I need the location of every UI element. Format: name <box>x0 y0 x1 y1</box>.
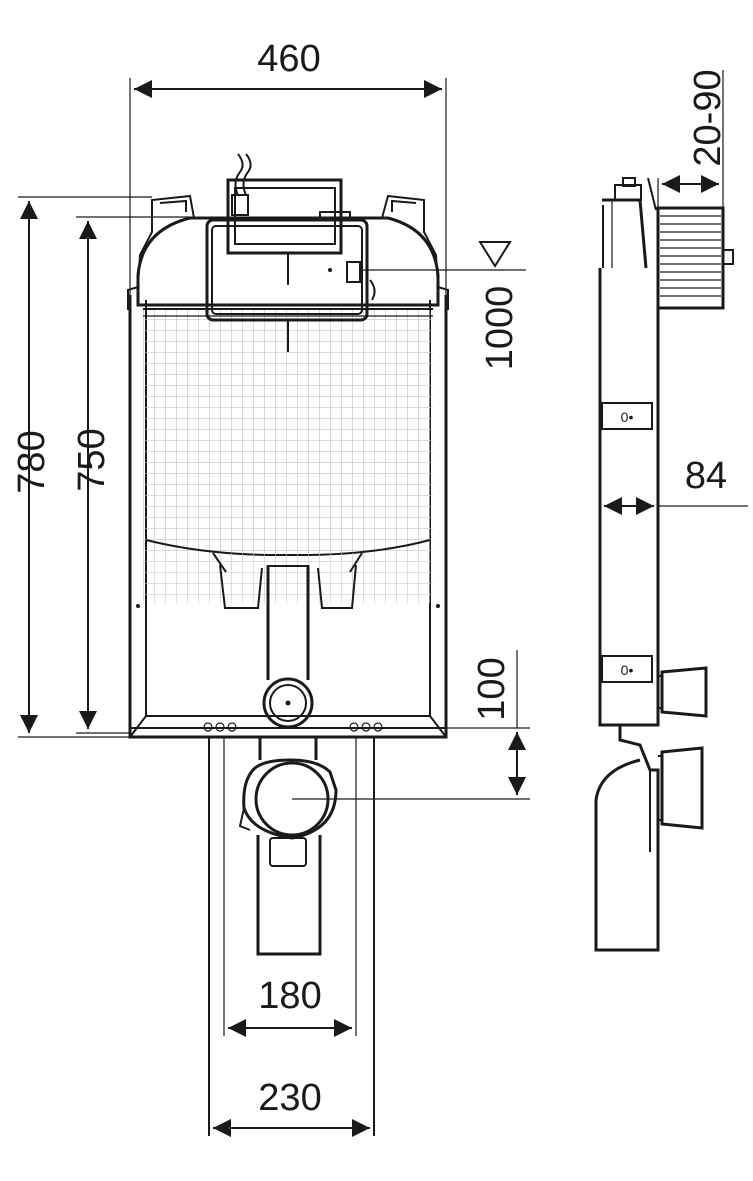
cable-icon <box>234 153 252 196</box>
actuator-box <box>226 178 343 255</box>
front-view <box>127 153 449 1136</box>
flush-pipe <box>266 565 310 680</box>
rail-holes <box>203 722 383 732</box>
side-frame <box>598 268 660 727</box>
side-marker-upper-box <box>601 402 653 430</box>
dim-180: 180 <box>258 975 321 1017</box>
side-marker-lower: 0• <box>621 662 634 678</box>
frame-outline <box>128 295 448 739</box>
pipe-outlet <box>262 677 314 729</box>
cistern <box>136 216 440 307</box>
wall-block <box>656 206 725 310</box>
side-marker-lower-box <box>601 655 653 683</box>
side-marker-upper: 0• <box>621 409 634 425</box>
side-view: 0• 0• <box>594 177 734 952</box>
bowl-connector <box>242 758 338 840</box>
dim-460: 460 <box>257 38 320 80</box>
dim-750: 750 <box>71 428 113 491</box>
dim-100: 100 <box>471 657 513 720</box>
dimension-lines <box>18 70 748 1137</box>
dim-20-90: 20-90 <box>687 69 729 166</box>
dim-230: 230 <box>258 1077 321 1119</box>
dim-1000: 1000 <box>479 286 521 371</box>
dim-84: 84 <box>685 455 727 497</box>
dim-780: 780 <box>11 430 53 493</box>
level-marker-icon <box>478 241 512 268</box>
